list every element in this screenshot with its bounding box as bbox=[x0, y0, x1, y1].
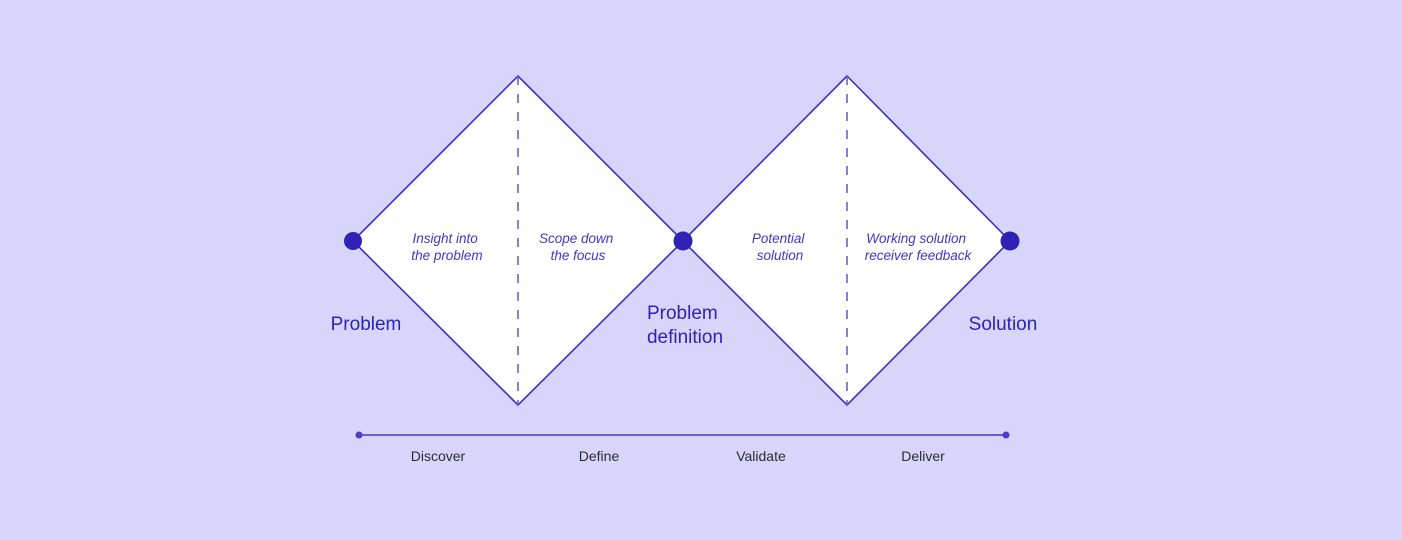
inner-label-insight-line-2: the problem bbox=[411, 248, 482, 263]
process-phase-axis: Discover Define Validate Deliver bbox=[355, 431, 1010, 464]
node-dot-solution[interactable] bbox=[1000, 231, 1020, 251]
stage-label-solution-line-1: Solution bbox=[969, 314, 1038, 335]
inner-label-insight: Insight into the problem bbox=[411, 231, 482, 263]
stage-label-problem-definition-line-1: Problem bbox=[647, 303, 718, 324]
phase-label-deliver: Deliver bbox=[901, 448, 945, 464]
axis-end-cap-icon bbox=[1002, 431, 1010, 439]
node-dot-problem[interactable] bbox=[344, 232, 362, 250]
inner-label-insight-line-1: Insight into bbox=[412, 231, 478, 246]
stage-label-problem: Problem bbox=[331, 314, 402, 335]
phase-label-discover: Discover bbox=[411, 448, 466, 464]
inner-label-potential-line-2: solution bbox=[757, 248, 804, 263]
inner-label-working-solution-line-2: receiver feedback bbox=[865, 248, 973, 263]
stage-label-problem-definition: Problem definition bbox=[647, 303, 723, 348]
inner-label-scope: Scope down the focus bbox=[539, 231, 617, 263]
phase-label-validate: Validate bbox=[736, 448, 786, 464]
phase-label-define: Define bbox=[579, 448, 620, 464]
stage-label-problem-definition-line-2: definition bbox=[647, 327, 723, 348]
inner-label-potential-line-1: Potential bbox=[752, 231, 806, 246]
axis-start-cap-icon bbox=[355, 431, 363, 439]
node-dot-problem-definition[interactable] bbox=[673, 231, 693, 251]
diamond-problem-group[interactable]: Insight into the problem Scope down the … bbox=[351, 74, 685, 407]
inner-label-potential: Potential solution bbox=[752, 231, 808, 263]
stage-label-solution: Solution bbox=[969, 314, 1038, 335]
inner-label-scope-line-2: the focus bbox=[551, 248, 606, 263]
inner-label-scope-line-1: Scope down bbox=[539, 231, 613, 246]
diamond-solution-group[interactable]: Potential solution Working solution rece… bbox=[681, 74, 1012, 407]
inner-label-working-solution-line-1: Working solution bbox=[866, 231, 966, 246]
stage-label-problem-line-1: Problem bbox=[331, 314, 402, 335]
inner-label-working-solution: Working solution receiver feedback bbox=[865, 231, 973, 263]
